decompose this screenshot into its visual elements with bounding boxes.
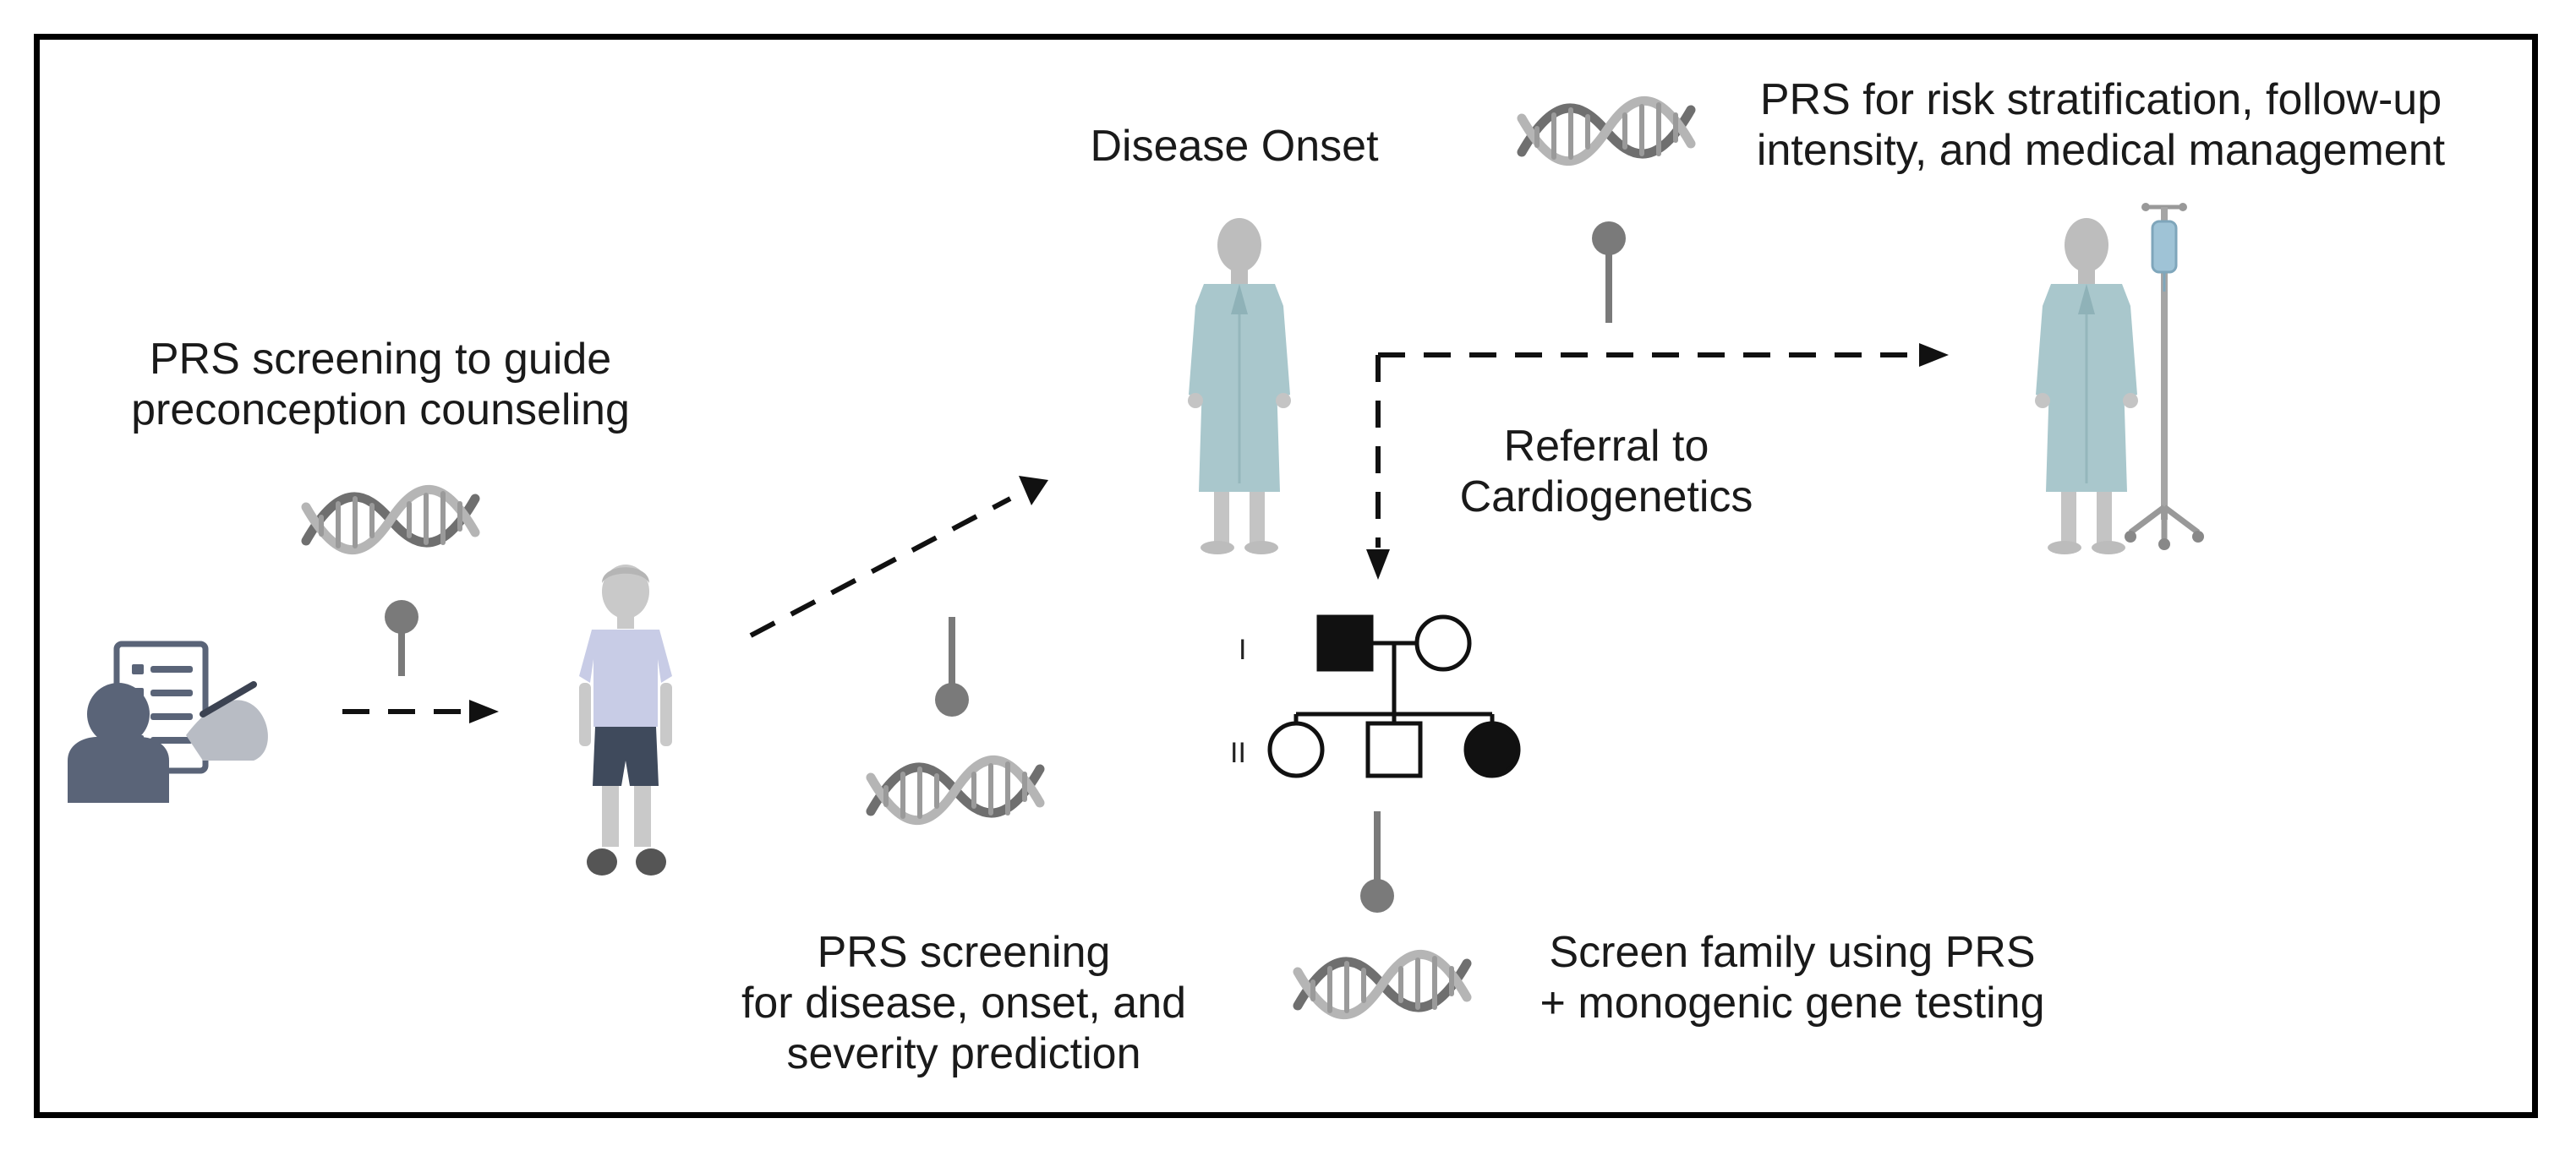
generation-ii-label: II	[1230, 737, 1246, 769]
affected-daughter-symbol	[1463, 721, 1521, 778]
pin-family-icon	[1360, 811, 1394, 913]
dna-prediction-icon	[871, 760, 1040, 820]
hospitalized-patient-icon	[2033, 203, 2204, 556]
preconception-label: PRS screening to guide preconception cou…	[131, 335, 630, 434]
arrow-to-child	[342, 700, 499, 723]
prediction-label: PRS screening for disease, onset, and se…	[741, 928, 1187, 1078]
referral-label: Referral to Cardiogenetics	[1459, 422, 1753, 521]
dna-family-icon	[1298, 954, 1467, 1014]
unaffected-son-symbol	[1365, 721, 1423, 778]
pin-risk-icon	[1592, 221, 1626, 323]
arrow-to-disease-onset	[749, 476, 1048, 638]
pin-preconception-icon	[385, 600, 418, 676]
iv-pole-icon	[2125, 203, 2204, 550]
patient-with-questionnaire-icon	[68, 641, 268, 803]
dna-risk-icon	[1522, 101, 1691, 161]
family-screen-label: Screen family using PRS + monogenic gene…	[1540, 928, 2045, 1028]
dna-preconception-icon	[306, 489, 475, 549]
disease-onset-label: Disease Onset	[1090, 122, 1379, 171]
risk-stratification-label: PRS for risk stratification, follow-up i…	[1756, 75, 2446, 175]
pedigree-chart: I II	[1230, 614, 1521, 778]
arrow-to-referral	[1366, 343, 1949, 580]
pin-prediction-icon	[935, 617, 969, 717]
affected-father-symbol	[1316, 614, 1374, 672]
diagram-frame	[34, 34, 2538, 1118]
generation-i-label: I	[1239, 634, 1246, 666]
adult-disease-onset-icon	[1186, 216, 1293, 556]
child-icon	[579, 565, 672, 876]
unaffected-daughter-symbol	[1267, 721, 1325, 778]
unaffected-mother-symbol	[1414, 614, 1472, 672]
